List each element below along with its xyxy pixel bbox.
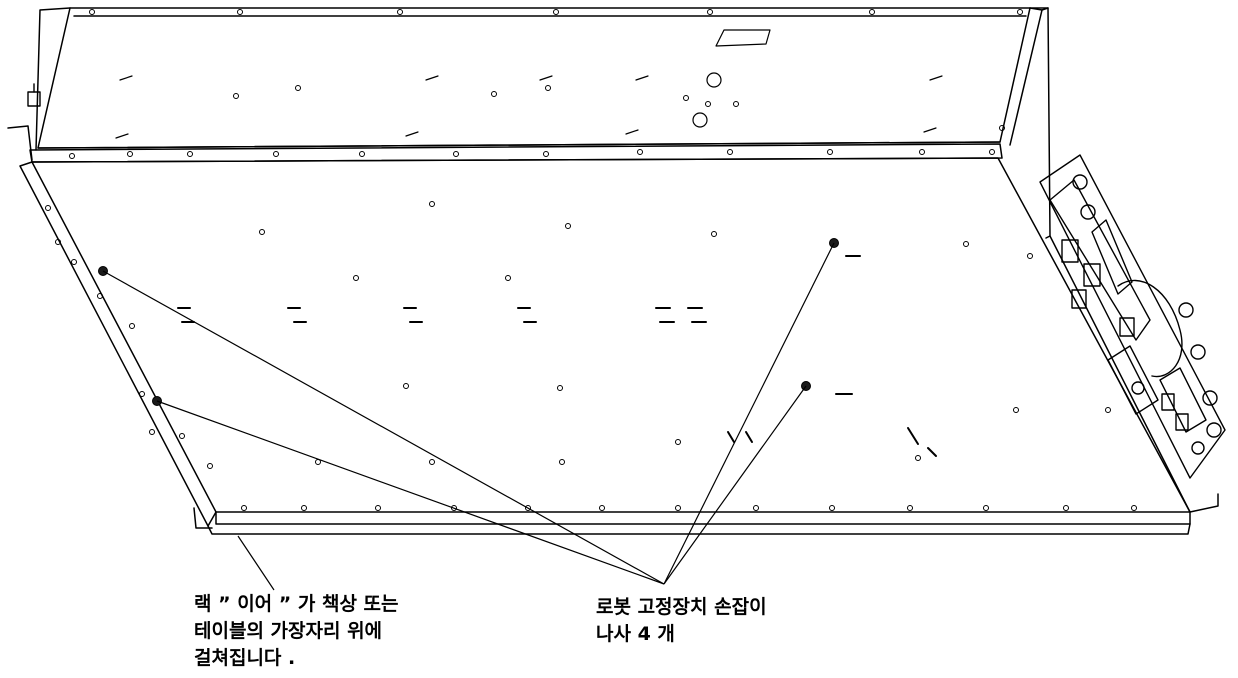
leader-line-screw [663, 385, 807, 585]
rear-bracket [1039, 154, 1226, 479]
leader-line-screw [663, 242, 835, 585]
leader-line-screw [156, 400, 665, 585]
rack-ear-callout: 랙 ” 이어 ” 가 책상 또는 테이블의 가장자리 위에 걸쳐집니다 . [194, 591, 399, 672]
leader-line-rack-ear [237, 535, 275, 591]
leader-lines [102, 242, 835, 591]
bottom-tray [19, 157, 1219, 535]
top-panel-holes [89, 9, 1023, 131]
top-panel-features [115, 29, 943, 139]
tray-holes [45, 149, 1137, 511]
right-side-panel [1029, 7, 1191, 513]
top-back-panel [35, 7, 1043, 151]
leader-line-screw [102, 270, 665, 585]
screws-callout-line: 로봇 고정장치 손잡이 [596, 596, 767, 618]
screws-callout-line: 나사 4 개 [596, 623, 675, 645]
rack-ear-callout-line: 테이블의 가장자리 위에 [194, 620, 383, 642]
screws-callout: 로봇 고정장치 손잡이 나사 4 개 [596, 594, 767, 648]
rack-ear-callout-line: 랙 ” 이어 ” 가 책상 또는 [194, 593, 399, 615]
left-connector [27, 83, 41, 107]
rack-ear-callout-line: 걸쳐집니다 . [194, 647, 296, 669]
retaining-screws [98, 238, 839, 406]
rack-ear [193, 507, 213, 529]
front-rail [7, 125, 1003, 163]
tray-slots [177, 255, 937, 457]
